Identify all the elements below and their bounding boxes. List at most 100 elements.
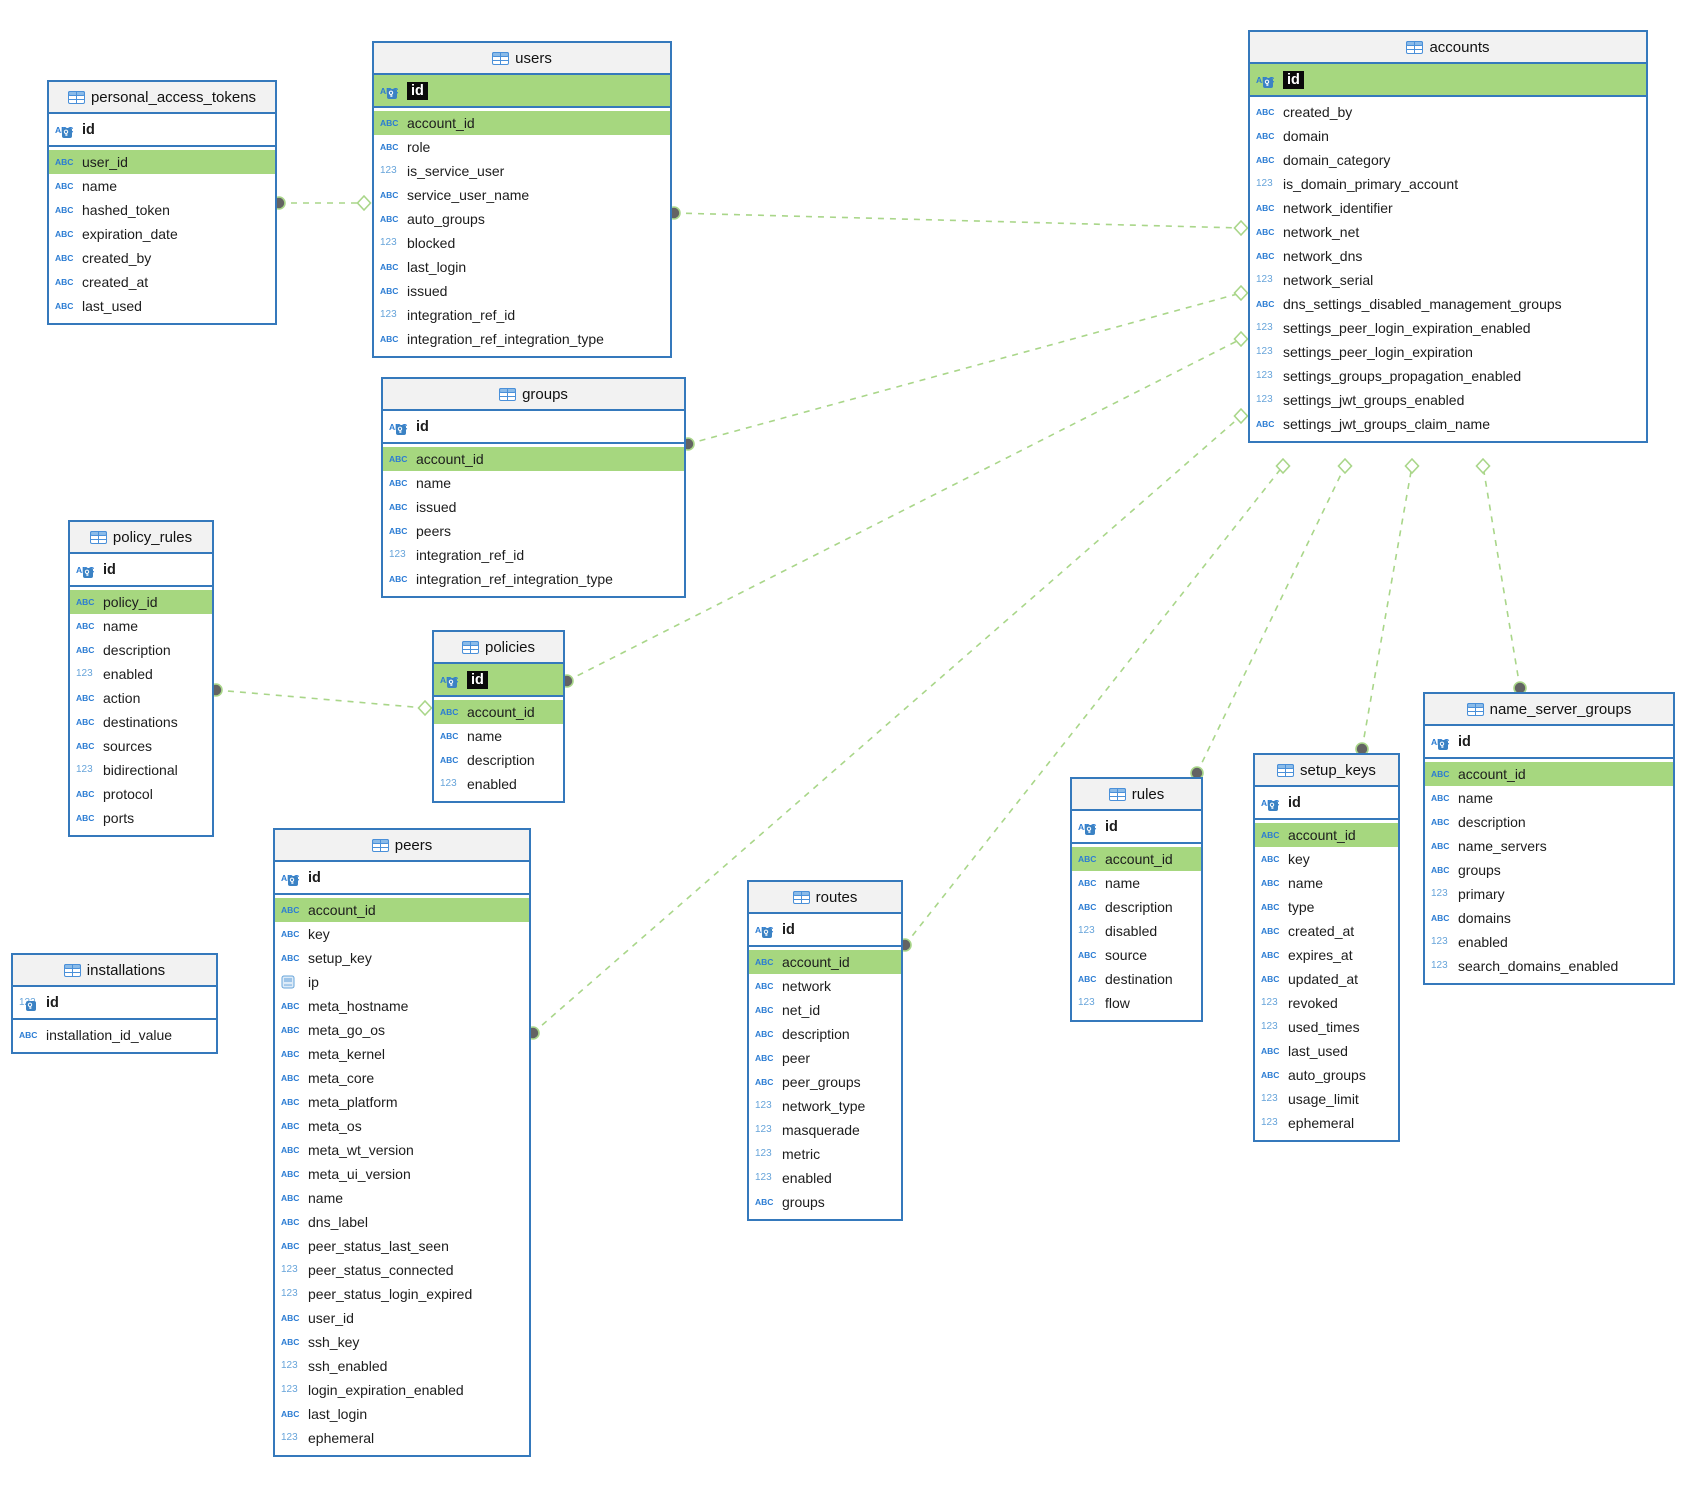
pk-row-groups[interactable]: ABCid bbox=[383, 411, 684, 444]
pk-row-rules[interactable]: ABCid bbox=[1072, 811, 1201, 844]
table-header-setup_keys[interactable]: setup_keys bbox=[1255, 755, 1398, 787]
relation-line[interactable] bbox=[566, 338, 1242, 682]
table-header-rules[interactable]: rules bbox=[1072, 779, 1201, 811]
table-header-name_server_groups[interactable]: name_server_groups bbox=[1425, 694, 1673, 726]
pk-row-peers[interactable]: ABCid bbox=[275, 862, 529, 895]
table-header-routes[interactable]: routes bbox=[749, 882, 901, 914]
pk-row-policies[interactable]: ABCid bbox=[434, 664, 563, 697]
relation-rules-accounts[interactable] bbox=[1190, 457, 1353, 780]
pk-row-routes[interactable]: ABCid bbox=[749, 914, 901, 947]
relation-line[interactable] bbox=[1361, 465, 1413, 750]
pk-row-policy_rules[interactable]: ABCid bbox=[70, 554, 212, 587]
table-policy_rules[interactable]: policy_rulesABCidABCpolicy_idABCnameABCd… bbox=[68, 520, 214, 837]
relation-line[interactable] bbox=[904, 465, 1284, 946]
table-peers[interactable]: peersABCidABCaccount_idABCkeyABCsetup_ke… bbox=[273, 828, 531, 1457]
table-name_server_groups[interactable]: name_server_groupsABCidABCaccount_idABCn… bbox=[1423, 692, 1675, 985]
relation-setup_keys-accounts[interactable] bbox=[1355, 457, 1420, 756]
table-header-policies[interactable]: policies bbox=[434, 632, 563, 664]
relation-groups-accounts[interactable] bbox=[681, 284, 1249, 451]
table-policies[interactable]: policiesABCidABCaccount_idABCnameABCdesc… bbox=[432, 630, 565, 803]
pk-row-name_server_groups[interactable]: ABCid bbox=[1425, 726, 1673, 759]
relation-users-accounts[interactable] bbox=[667, 206, 1249, 237]
relation-policy_rules-policies[interactable] bbox=[209, 683, 433, 717]
relation-routes-accounts[interactable] bbox=[898, 457, 1291, 952]
table-groups[interactable]: groupsABCidABCaccount_idABCnameABCissued… bbox=[381, 377, 686, 598]
relation-personal_access_tokens-users[interactable] bbox=[272, 194, 372, 212]
table-header-installations[interactable]: installations bbox=[13, 955, 216, 987]
table-rules[interactable]: rulesABCidABCaccount_idABCnameABCdescrip… bbox=[1070, 777, 1203, 1022]
relation-line[interactable] bbox=[673, 212, 1242, 229]
table-accounts[interactable]: accountsABCidABCcreated_byABCdomainABCdo… bbox=[1248, 30, 1648, 443]
table-header-groups[interactable]: groups bbox=[383, 379, 684, 411]
table-header-policy_rules[interactable]: policy_rules bbox=[70, 522, 212, 554]
pk-row-personal_access_tokens[interactable]: ABCid bbox=[49, 114, 275, 147]
relation-name_server_groups-accounts[interactable] bbox=[1475, 457, 1527, 695]
